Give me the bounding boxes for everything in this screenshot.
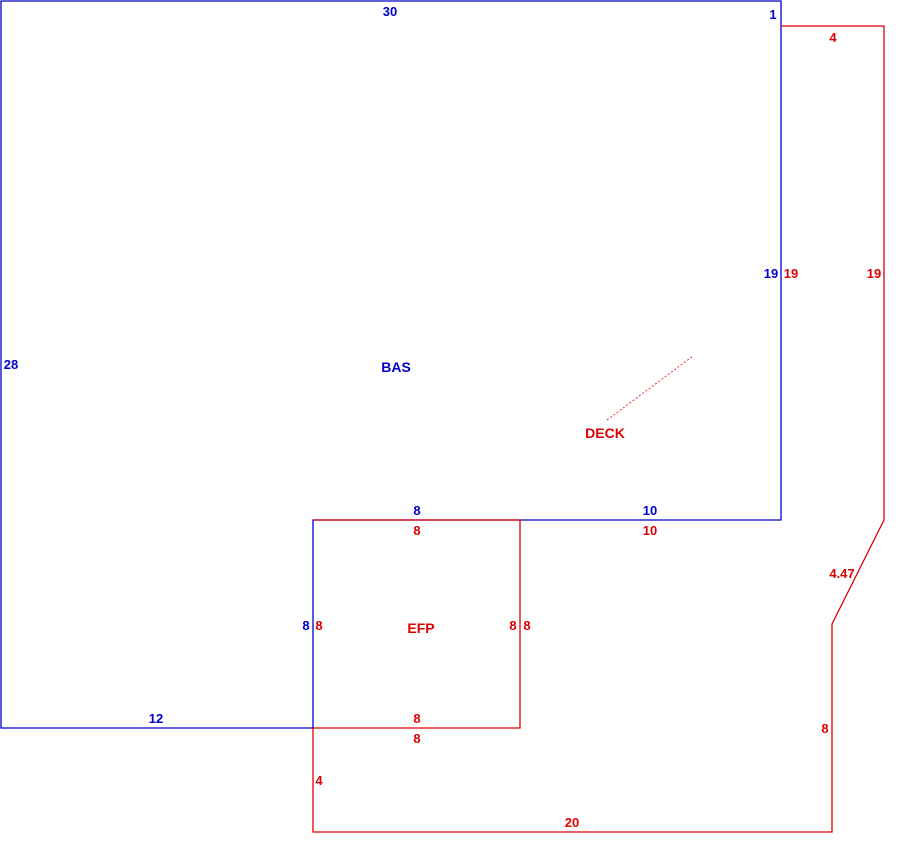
efp-dim-bottom-outer: 8	[413, 731, 420, 746]
bas-dim-inner-top-left: 8	[413, 503, 420, 518]
bas-dim-inner-left: 8	[302, 618, 309, 633]
efp-dim-top: 8	[413, 523, 420, 538]
bas-dim-right-notch: 1	[769, 7, 776, 22]
bas-dimension-labels: 30 1 19 28 8 10 8 12	[4, 4, 778, 726]
deck-dim-left: 19	[784, 266, 798, 281]
bas-dim-bottom: 12	[149, 711, 163, 726]
efp-dim-right-outer: 8	[523, 618, 530, 633]
efp-dim-bottom-inner: 8	[413, 711, 420, 726]
bas-area-label: BAS	[381, 359, 411, 375]
efp-dim-left: 8	[315, 618, 322, 633]
bas-dim-right: 19	[764, 266, 778, 281]
deck-dim-left-lower: 4	[315, 773, 323, 788]
deck-dim-below-bas: 10	[643, 523, 657, 538]
efp-dimension-labels: 8 8 8 8 8 8	[315, 523, 530, 746]
deck-dim-top: 4	[829, 30, 837, 45]
deck-outline	[312, 25, 885, 833]
bas-dim-inner-top-right: 10	[643, 503, 657, 518]
deck-dimension-labels: 4 19 19 10 4.47 8 4 20	[315, 30, 881, 830]
bas-dim-left: 28	[4, 357, 18, 372]
deck-dim-right-lower: 8	[821, 721, 828, 736]
deck-area-label: DECK	[585, 425, 625, 441]
efp-area-label: EFP	[407, 620, 434, 636]
bas-dim-top: 30	[383, 4, 397, 19]
deck-perimeter	[312, 25, 885, 833]
deck-leader-line	[606, 355, 694, 421]
efp-perimeter	[313, 519, 521, 729]
deck-dim-bottom: 20	[565, 815, 579, 830]
deck-dim-diagonal: 4.47	[829, 566, 854, 581]
efp-dim-right-inner: 8	[509, 618, 516, 633]
deck-dim-right: 19	[867, 266, 881, 281]
